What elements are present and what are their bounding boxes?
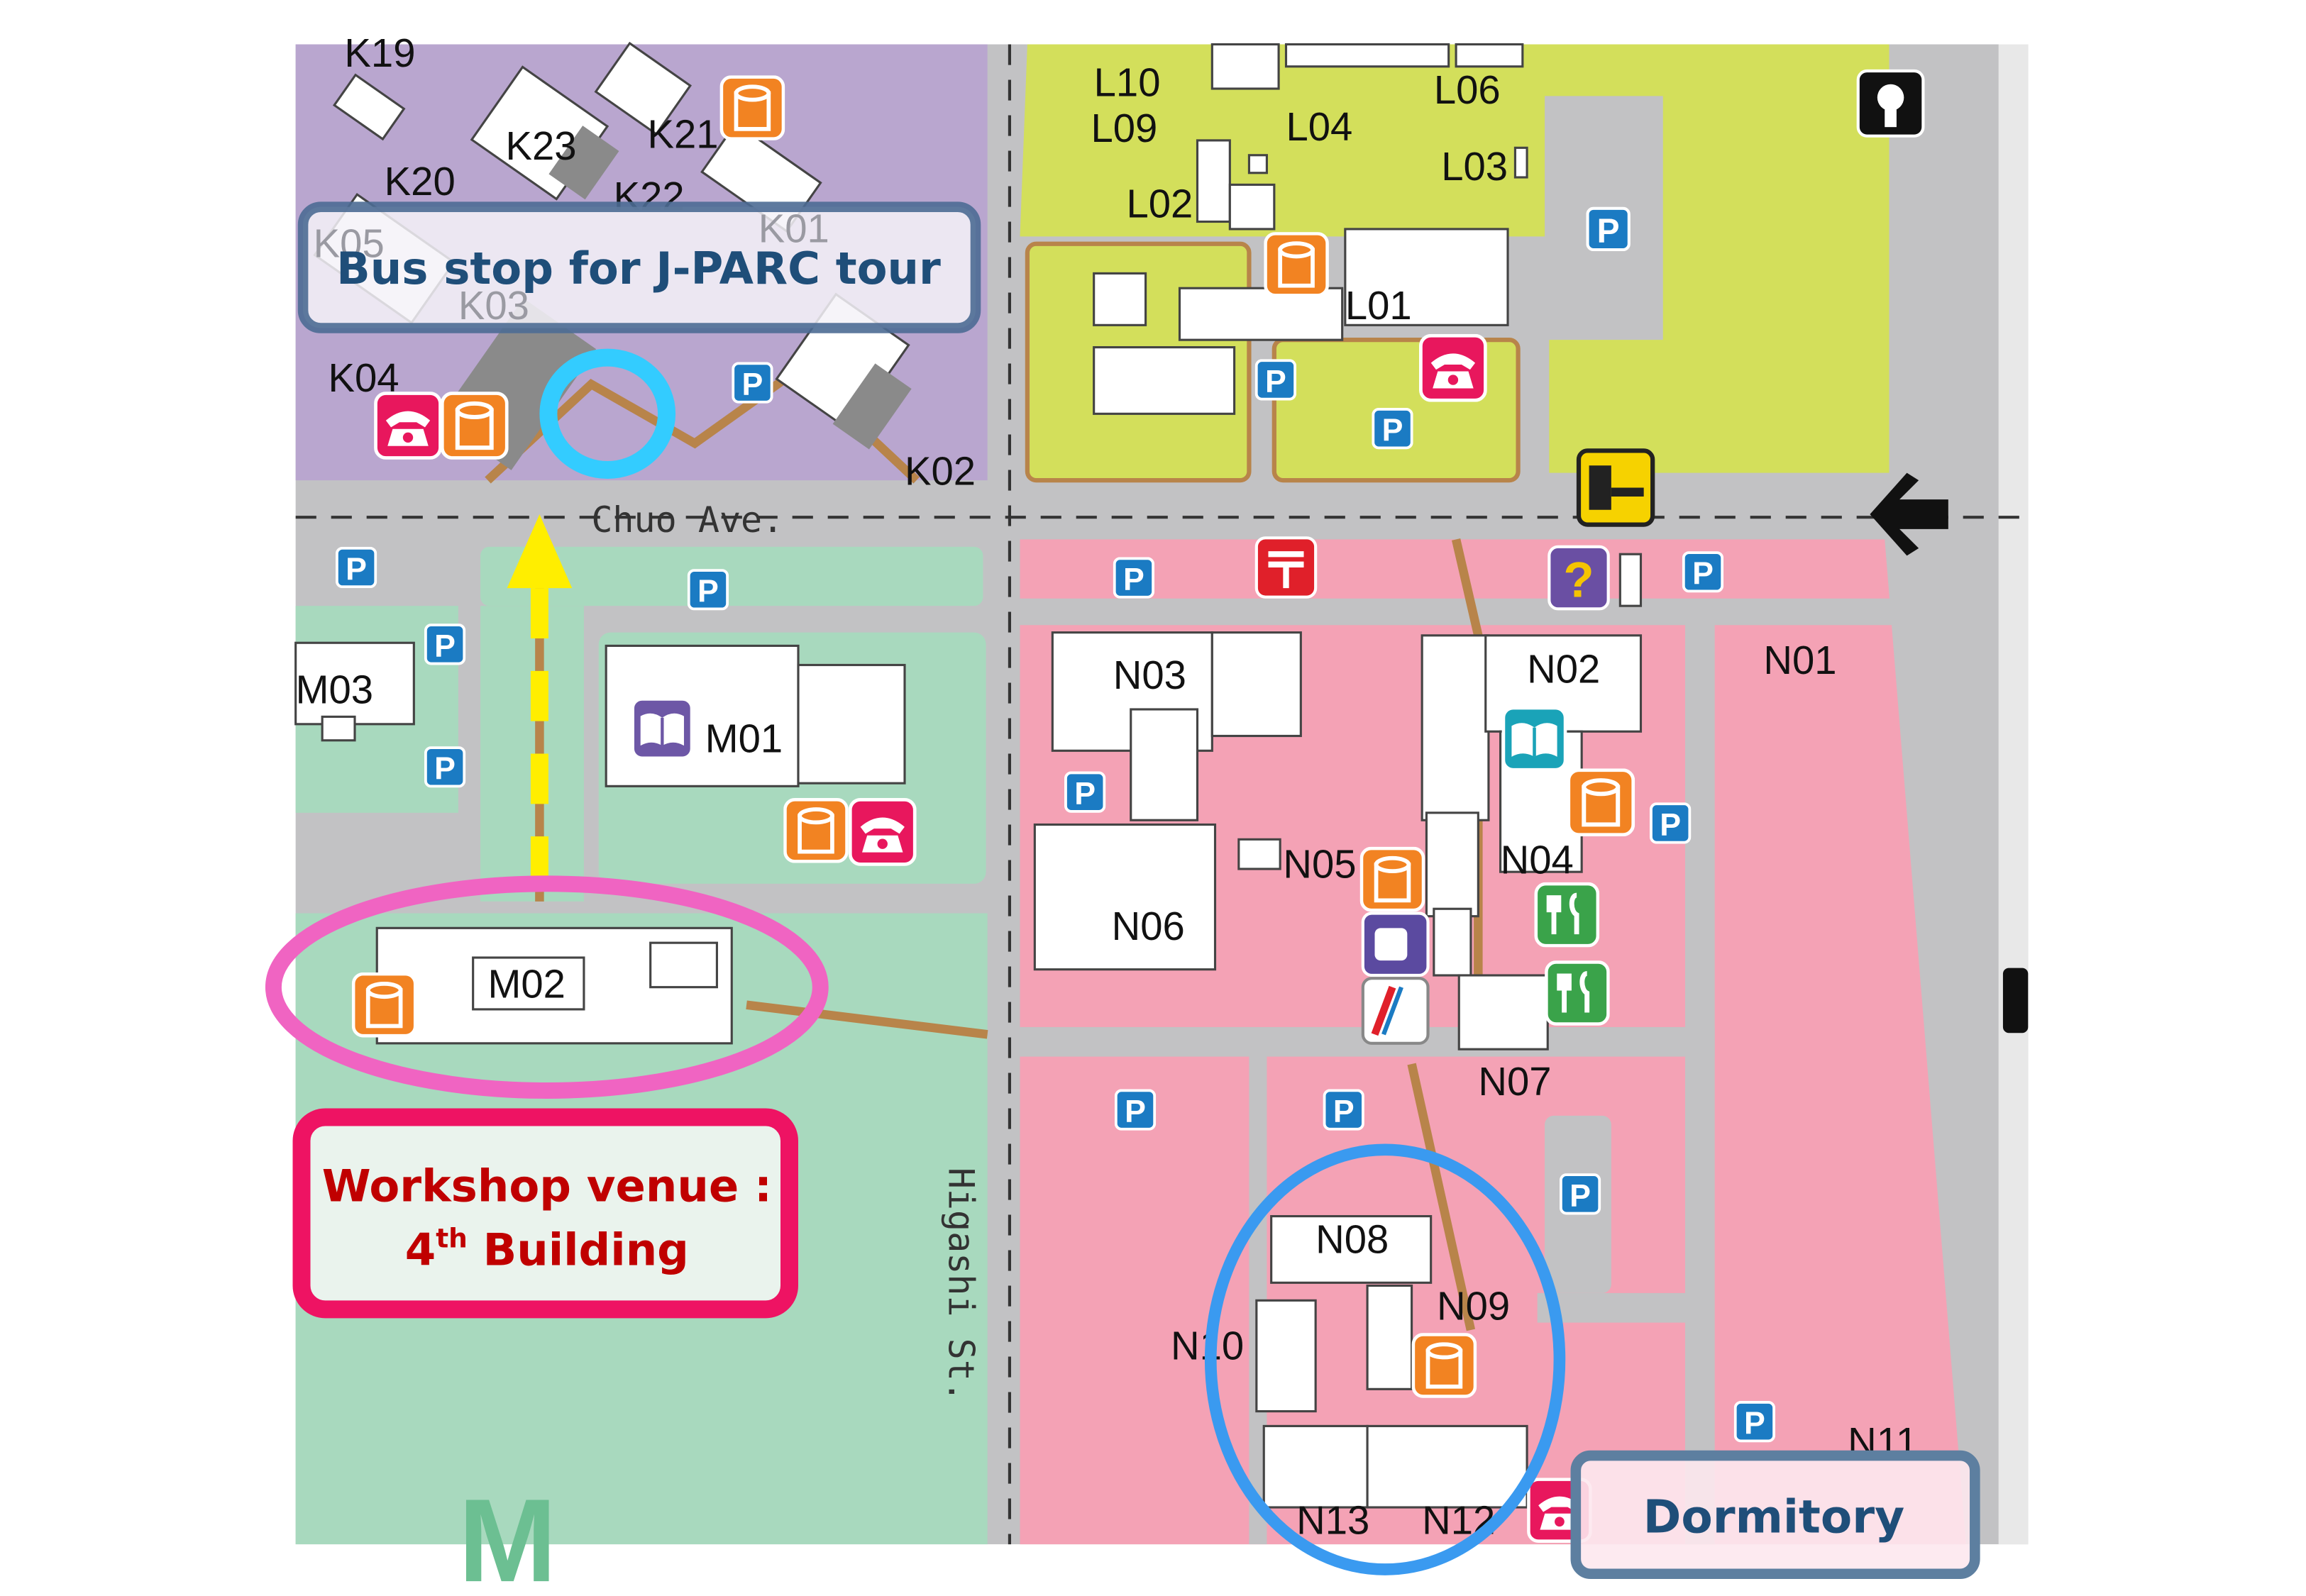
street-label-chuo: Chuo Ave. [591, 499, 783, 541]
bus-stop-callout: K05 K01 K03 Bus stop for J-PARC tour [297, 201, 981, 333]
cafeteria-icon [1266, 233, 1328, 295]
m-zone-2 [480, 546, 983, 606]
label-n04: N04 [1501, 837, 1574, 882]
n-road-4 [1685, 621, 1715, 1545]
parking-icon [424, 624, 466, 665]
cafeteria-icon [722, 77, 783, 139]
n-road-6 [1537, 1292, 1700, 1323]
label-n01: N01 [1763, 638, 1836, 682]
parking-icon [424, 746, 466, 788]
workshop-building-highlight [265, 875, 829, 1099]
label-m03: M03 [296, 667, 373, 712]
library-icon [633, 699, 692, 758]
dormitory-label: Dormitory [1643, 1490, 1904, 1544]
label-k19: K19 [344, 31, 415, 75]
label-k23: K23 [506, 123, 577, 168]
dormitory-callout: Dormitory [1570, 1450, 1980, 1580]
parking-icon [1372, 408, 1413, 450]
label-n09: N09 [1437, 1283, 1510, 1328]
label-l03: L03 [1441, 144, 1508, 189]
svg-text:?: ? [1563, 553, 1594, 609]
m-buildings [294, 641, 906, 1045]
label-l01: L01 [1345, 283, 1412, 328]
label-k03: K03 [458, 283, 529, 328]
zone-letter-m: M [458, 1475, 557, 1596]
parking-icon [1064, 771, 1106, 813]
parking-icon [335, 546, 377, 589]
label-k02: K02 [905, 448, 976, 493]
bus-stop-marker-circle [539, 348, 676, 479]
parking-icon [1114, 1089, 1157, 1131]
label-l02: L02 [1127, 181, 1193, 226]
label-k20: K20 [385, 159, 456, 204]
restaurant-icon [1546, 962, 1608, 1024]
label-n06: N06 [1112, 904, 1185, 948]
parking-icon [1323, 1089, 1364, 1131]
label-k05: K05 [314, 221, 385, 266]
workshop-venue-line2: 4th Building [405, 1222, 689, 1275]
phone-icon [850, 799, 915, 864]
label-n05: N05 [1283, 842, 1356, 887]
facility-icons: ? [353, 69, 2029, 1541]
parking-icon [1682, 551, 1724, 593]
right-edge-strip [1998, 44, 2029, 1545]
parking-icon [1254, 359, 1297, 401]
cafeteria-icon [353, 974, 415, 1036]
label-m02: M02 [488, 961, 566, 1006]
parking-icon [732, 362, 773, 404]
reception-icon [1576, 448, 1655, 527]
edge-icon-partial [2002, 968, 2029, 1033]
emergency-icon [1856, 69, 1925, 138]
parking-icon [687, 569, 729, 611]
label-n13: N13 [1296, 1498, 1369, 1543]
bus-stop-label: Bus stop for J-PARC tour [336, 243, 941, 294]
street-label-higashi: Higashi St. [941, 1168, 982, 1402]
parking-icon [1733, 1401, 1776, 1443]
cafeteria-icon [785, 799, 846, 861]
cafeteria-icon [442, 393, 507, 458]
cafeteria-icon [1569, 770, 1633, 835]
information-icon: ? [1548, 545, 1610, 611]
l-buildings [1093, 43, 1528, 415]
parking-icon [1113, 557, 1155, 599]
phone-icon [1420, 336, 1485, 400]
barber-icon [1361, 977, 1430, 1045]
entrance-arrow-icon [1870, 472, 1948, 556]
parking-icon [1588, 209, 1629, 250]
post-office-icon [1254, 536, 1318, 599]
cafeteria-icon [1413, 1334, 1475, 1396]
bathroom-icon [1361, 911, 1430, 977]
label-n07: N07 [1478, 1059, 1551, 1104]
label-m01: M01 [705, 716, 783, 760]
l-zone [1020, 44, 1890, 473]
route-arrow [507, 514, 573, 887]
label-k21: K21 [648, 111, 719, 156]
label-l04: L04 [1286, 104, 1353, 149]
building-labels: K19 K21 K23 K20 K22 K04 K02 L10 L09 L04 … [296, 31, 1919, 1543]
n-buildings [1033, 553, 1643, 1509]
dormitory-highlight [1204, 1143, 1566, 1575]
library-icon [1504, 708, 1565, 770]
workshop-venue-line1: Workshop venue : [322, 1160, 772, 1212]
cafeteria-icon [1362, 848, 1423, 910]
workshop-venue-callout: Workshop venue : 4th Building [292, 1108, 798, 1319]
restaurant-icon [1536, 884, 1598, 946]
label-l09: L09 [1091, 106, 1158, 150]
parking-icon [1559, 1173, 1601, 1215]
label-n03: N03 [1113, 653, 1186, 697]
label-n02: N02 [1527, 647, 1600, 692]
label-l10: L10 [1094, 60, 1161, 104]
label-n08: N08 [1315, 1217, 1389, 1262]
n-road-1 [1020, 598, 1981, 626]
parking-icon [1650, 802, 1692, 844]
bus-stop-callout-box [297, 201, 981, 333]
phone-icon [375, 393, 440, 458]
label-k01: K01 [758, 206, 829, 251]
label-l06: L06 [1434, 67, 1501, 112]
